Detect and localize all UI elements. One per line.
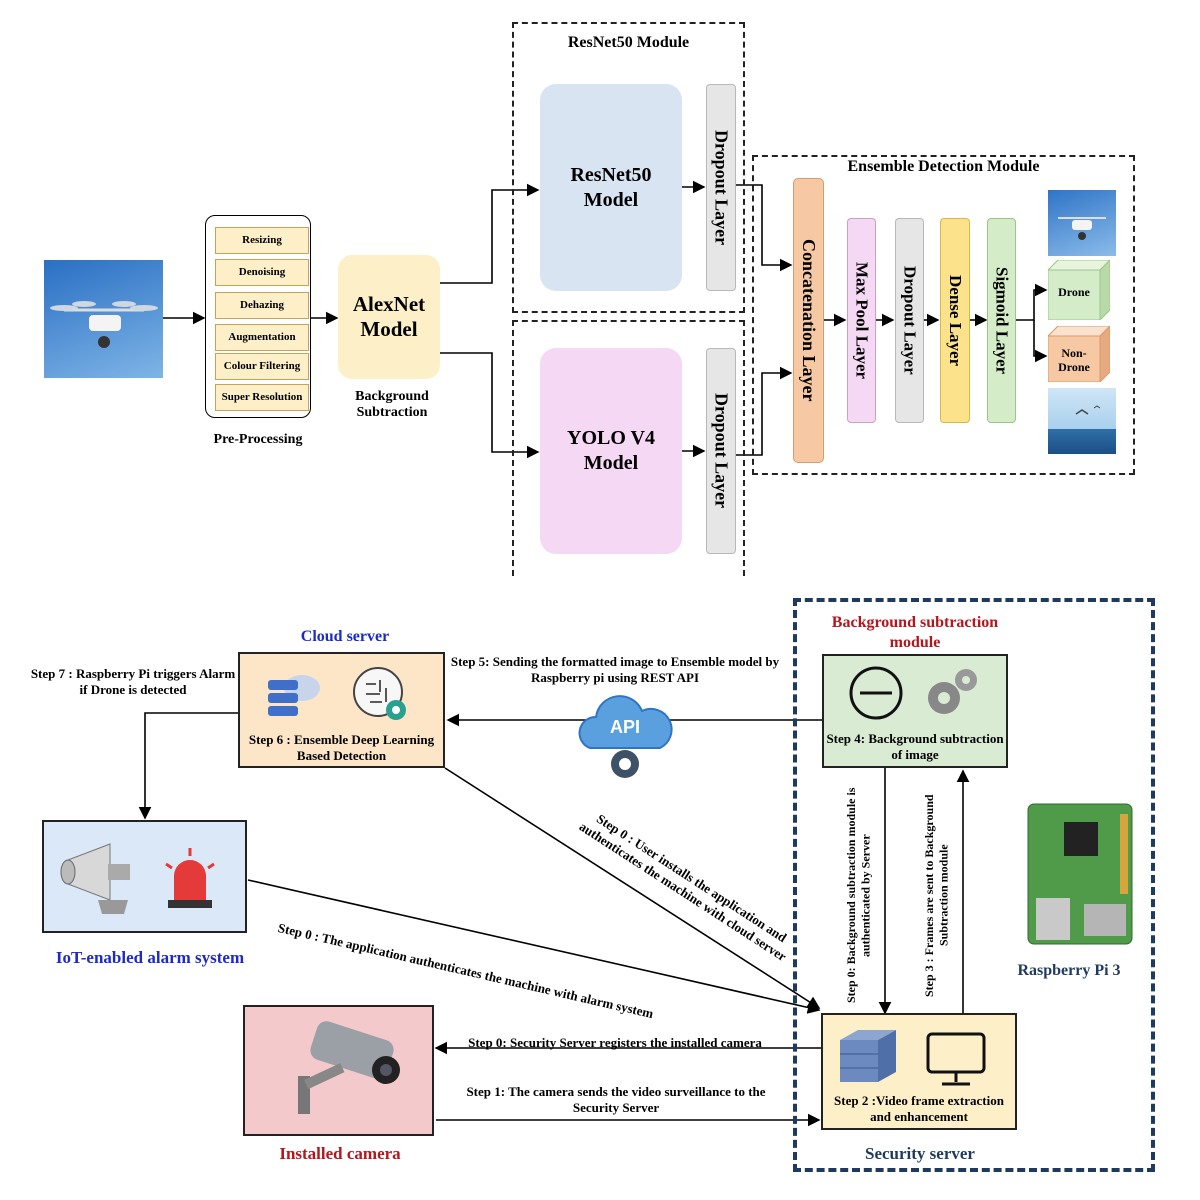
database-stack-icon	[262, 668, 322, 724]
ensemble-detection-module	[752, 155, 1135, 475]
drone-cube	[1046, 258, 1112, 322]
preprocessing-panel: Resizing Denoising Dehazing Augmentation…	[205, 215, 311, 418]
preprocessing-caption: Pre-Processing	[213, 431, 303, 447]
siren-light-icon	[162, 846, 218, 910]
cloud-server-box	[238, 652, 445, 768]
sigmoid-layer: Sigmoid Layer	[987, 218, 1016, 423]
preprocessing-resizing: Resizing	[215, 227, 309, 254]
non-drone-output-image	[1048, 388, 1116, 454]
step7-label: Step 7 : Raspberry Pi triggers Alarm if …	[30, 666, 236, 697]
resnet50-module-title: ResNet50 Module	[567, 33, 690, 51]
alexnet-caption: Background Subtraction	[355, 388, 429, 420]
concatenation-layer: Concatenation Layer	[793, 178, 824, 463]
step3-label: Step 3 : Frames are sent to Background S…	[914, 780, 958, 1010]
raspberry-pi-panel	[793, 598, 1155, 1172]
drone-input-image	[44, 260, 163, 378]
step0-camera-label: Step 0: Security Server registers the in…	[468, 1035, 762, 1051]
non-drone-label: Non-Drone	[1058, 345, 1090, 374]
step3-text: Step 3 : Frames are sent to Background S…	[921, 793, 950, 997]
yolo-dropout-layer: Dropout Layer	[706, 348, 736, 554]
alexnet-model-box: AlexNet Model	[338, 255, 440, 379]
cctv-camera-icon	[284, 1020, 404, 1120]
resnet50-model-box: ResNet50 Model	[540, 84, 682, 291]
bg-module-title: Background subtraction module	[831, 614, 999, 651]
preprocessing-dehazing: Dehazing	[215, 292, 309, 319]
step4-label: Step 4: Background subtraction of image	[826, 730, 1004, 762]
monitor-icon	[924, 1030, 988, 1088]
step5-label: Step 5: Sending the formatted image to E…	[450, 654, 780, 685]
drone-label: Drone	[1058, 284, 1090, 299]
speaker-horn-icon	[58, 840, 138, 916]
api-cloud-icon	[572, 690, 678, 782]
raspberry-pi-board-image	[1024, 800, 1136, 948]
brain-gear-icon	[350, 664, 412, 726]
step6-label: Step 6 : Ensemble Deep Learning Based De…	[248, 731, 435, 763]
ensemble-module-title: Ensemble Detection Module	[847, 157, 1040, 175]
bg-module-box	[822, 654, 1008, 768]
yolo-module	[512, 320, 745, 576]
step2-label: Step 2 :Video frame extraction and enhan…	[834, 1092, 1004, 1124]
step1-label: Step 1: The camera sends the video surve…	[466, 1084, 766, 1115]
non-drone-cube	[1046, 324, 1112, 384]
ensemble-dropout-layer: Dropout Layer	[895, 218, 924, 423]
preprocessing-augmentation: Augmentation	[215, 324, 309, 351]
resnet50-dropout-layer: Dropout Layer	[706, 84, 736, 291]
step0-bg-text: Step 0: Background subtraction module is…	[843, 787, 872, 1003]
preprocessing-denoising: Denoising	[215, 259, 309, 286]
max-pool-layer: Max Pool Layer	[847, 218, 876, 423]
preprocessing-colour-filtering: Colour Filtering	[215, 353, 309, 380]
installed-camera-title: Installed camera	[279, 1144, 401, 1163]
cloud-server-title: Cloud server	[300, 628, 390, 645]
step0-bg-label: Step 0: Background subtraction module is…	[836, 780, 880, 1010]
preprocessing-super-resolution: Super Resolution	[215, 384, 309, 411]
dense-layer: Dense Layer	[940, 218, 970, 423]
alarm-system-title: IoT-enabled alarm system	[55, 948, 245, 967]
server-rack-icon	[836, 1028, 900, 1084]
minus-circle-icon	[848, 665, 904, 721]
yolo-v4-model-box: YOLO V4 Model	[540, 348, 682, 554]
gears-icon	[920, 662, 982, 722]
raspberry-pi-title: Raspberry Pi 3	[1017, 962, 1121, 979]
resnet50-module	[512, 22, 745, 313]
drone-output-image	[1048, 190, 1116, 256]
api-label: API	[609, 716, 640, 737]
security-server-title: Security server	[865, 1144, 975, 1163]
